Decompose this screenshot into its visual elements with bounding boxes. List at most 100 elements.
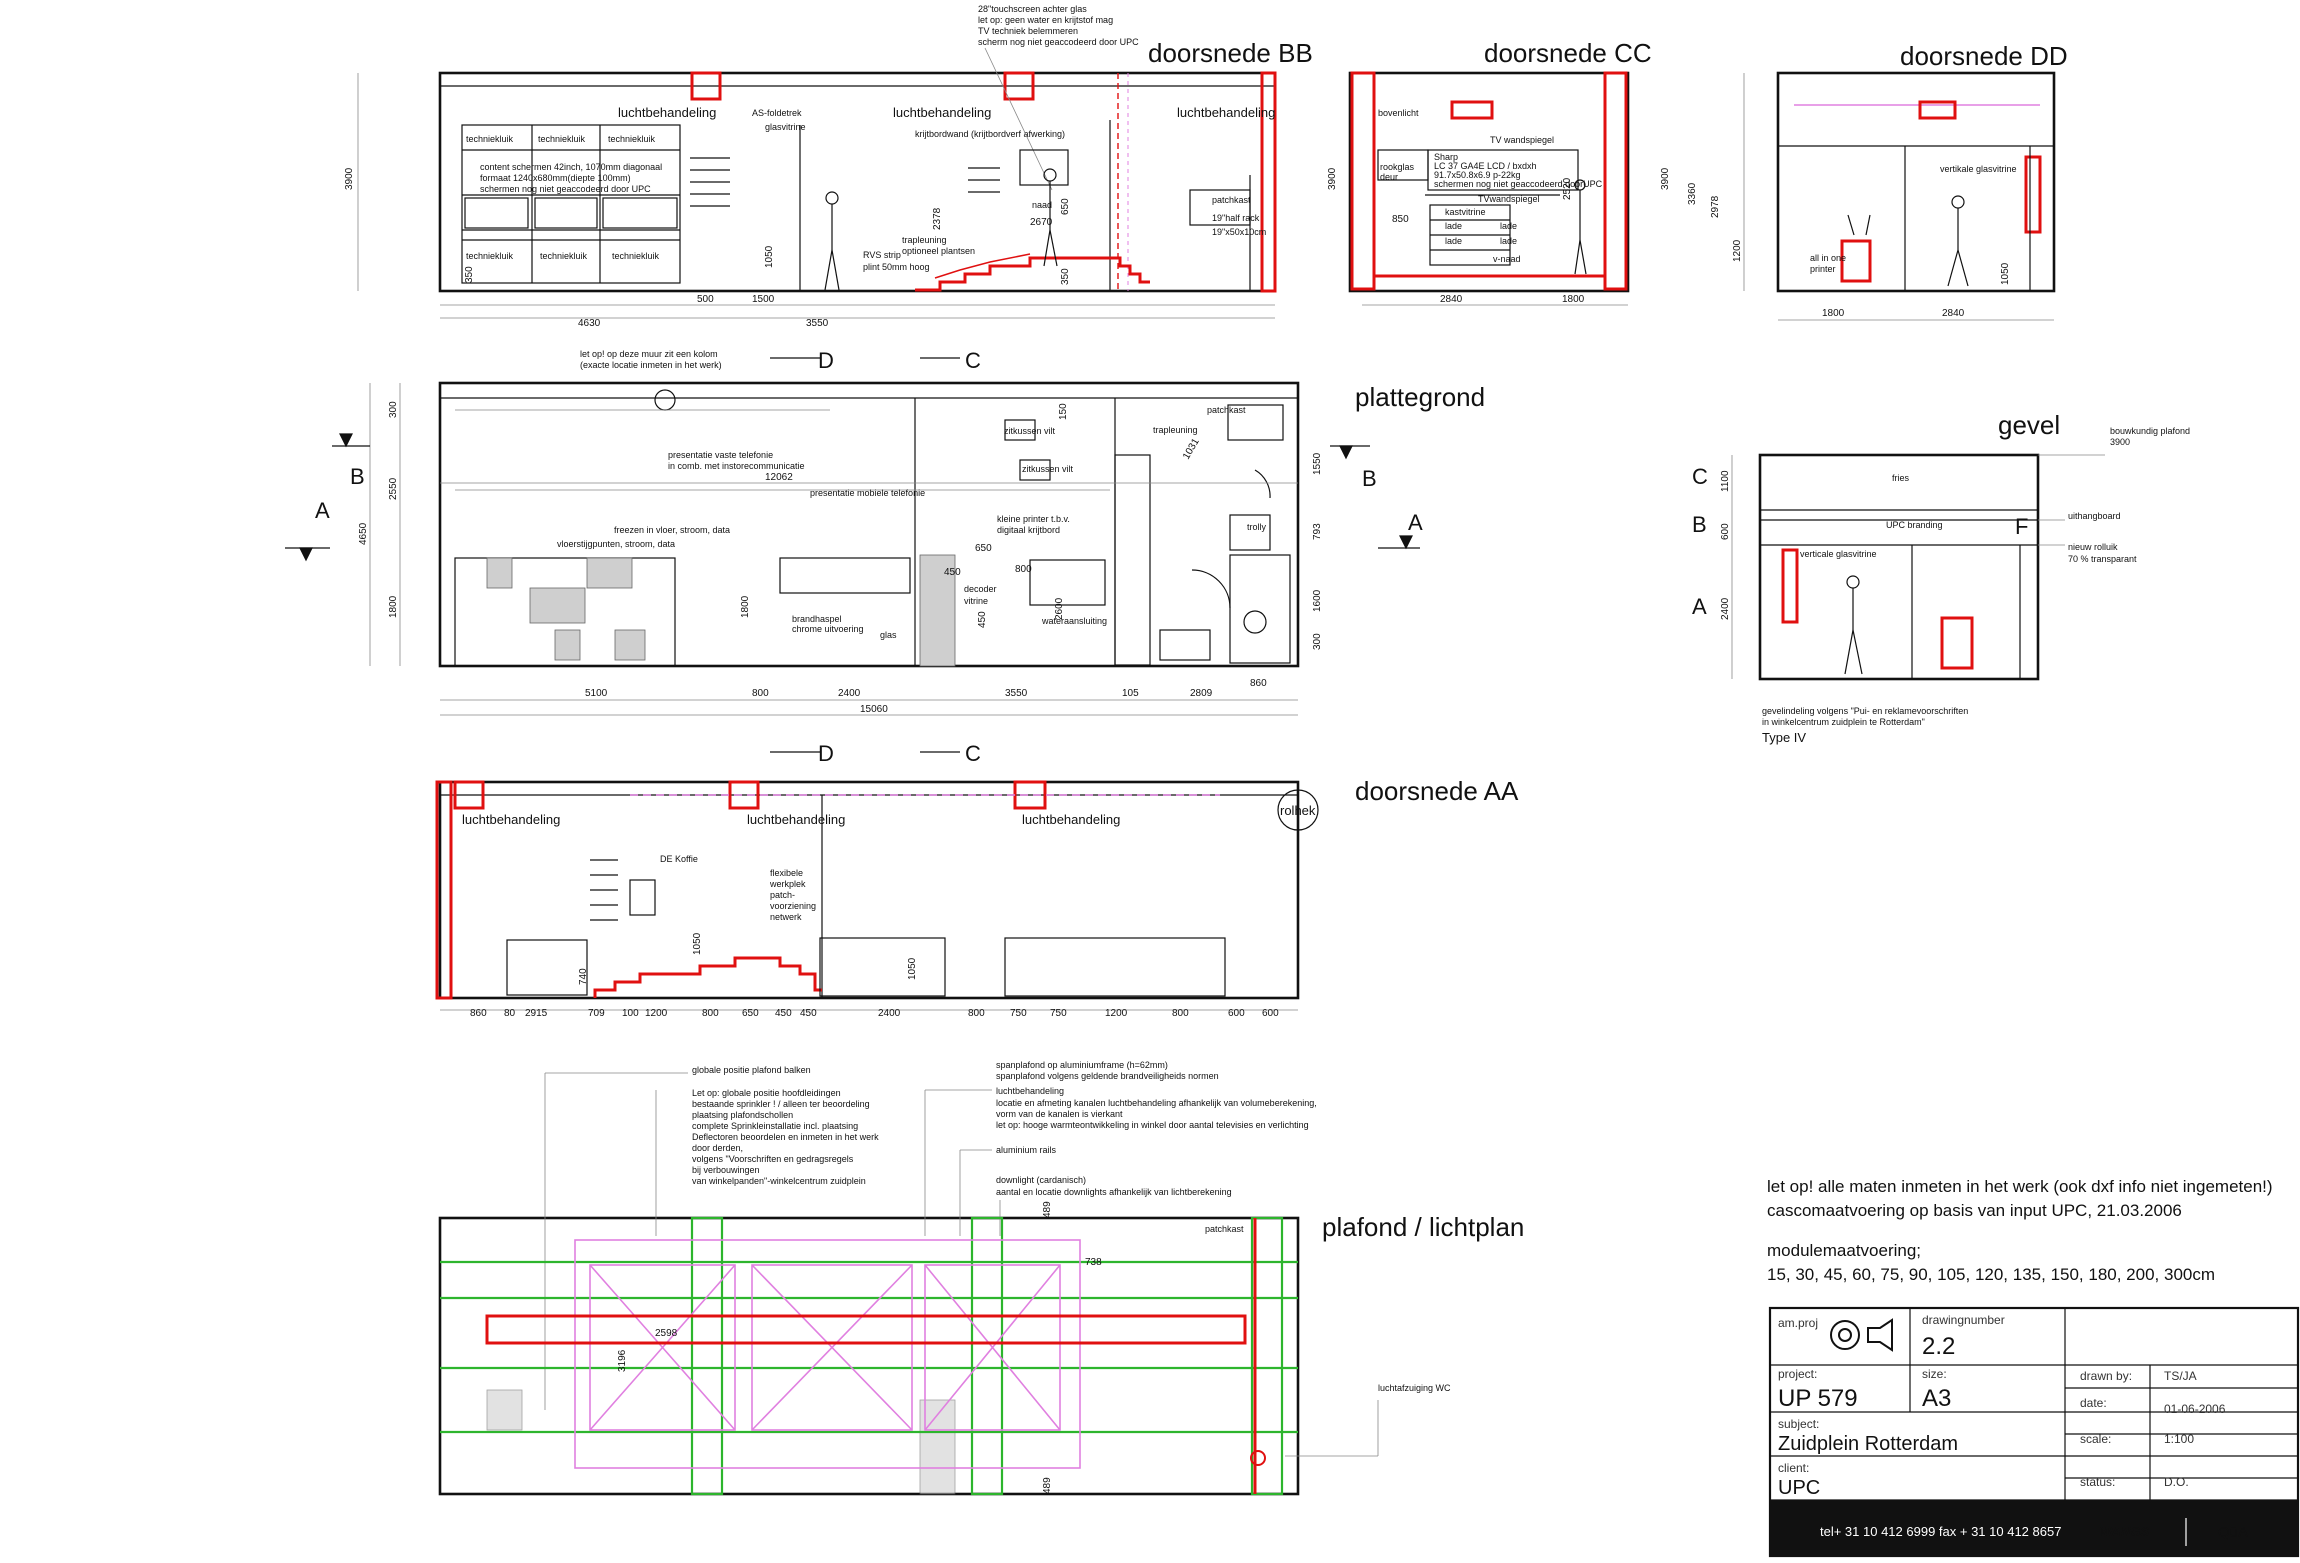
drawing-label: digitaal krijtbord: [997, 525, 1060, 535]
person-figure: [824, 168, 1058, 291]
drawing-label: bij verbouwingen: [692, 1165, 760, 1175]
drawing-label: 4650: [358, 522, 369, 545]
drawing-label: 1200: [645, 1008, 668, 1019]
drawing-label: presentatie vaste telefonie: [668, 450, 773, 460]
drawing-label: patchkast: [1205, 1224, 1244, 1234]
drawing-label: TVwandspiegel: [1478, 194, 1540, 204]
drawing-label: date:: [2080, 1396, 2107, 1410]
drawing-label: techniekluik: [538, 134, 586, 144]
drawing-label: cascomaatvoering op basis van input UPC,…: [1767, 1201, 2182, 1220]
drawing-label: luchtbehandeling: [462, 812, 560, 827]
drawing-label: 3196: [617, 1349, 628, 1372]
drawing-label: rookglas: [1380, 162, 1415, 172]
section-bb-stair: [915, 256, 1150, 292]
drawing-label: locatie en afmeting kanalen luchtbehande…: [996, 1098, 1317, 1108]
drawing-label: 350: [464, 266, 475, 283]
drawing-label: 2670: [1030, 217, 1053, 228]
drawing-label: trapleuning: [902, 235, 947, 245]
drawing-label: vorm van de kanalen is vierkant: [996, 1109, 1123, 1119]
drawing-label: downlight (cardanisch): [996, 1175, 1086, 1185]
drawing-label: content schermen 42inch, 1070mm diagonaa…: [480, 162, 662, 172]
drawing-label: schermen nog niet geaccodeerd door UPC: [480, 184, 651, 194]
drawing-label: D: [818, 741, 834, 766]
drawing-label: 2400: [1720, 597, 1731, 620]
drawing-label: trolly: [1247, 522, 1267, 532]
drawing-label: scherm nog niet geaccodeerd door UPC: [978, 37, 1139, 47]
drawing-label: 3550: [1005, 688, 1028, 699]
ceiling-plan-title: plafond / lichtplan: [1322, 1212, 1524, 1242]
drawing-label: 1800: [388, 595, 399, 618]
drawing-label: luchtbehandeling: [1177, 105, 1275, 120]
drawing-label: 19"x50x10cm: [1212, 227, 1266, 237]
drawing-label: A: [315, 498, 330, 523]
drawing-label: 15, 30, 45, 60, 75, 90, 105, 120, 135, 1…: [1767, 1265, 2215, 1284]
drawing-label: netwerk: [770, 912, 802, 922]
drawing-label: plaatsing plafondschollen: [692, 1110, 793, 1120]
drawing-label: 3550: [806, 318, 829, 329]
drawing-label: RVS strip: [863, 250, 901, 260]
drawing-label: krijtbordwand (krijtbordverf afwerking): [915, 129, 1065, 139]
drawing-label: B: [350, 464, 365, 489]
drawing-label: nieuw rolluik: [2068, 542, 2118, 552]
drawing-label: lade: [1445, 221, 1462, 231]
drawing-label: 1600: [1312, 589, 1323, 612]
drawing-label: van winkelpanden"-winkelcentrum zuidplei…: [692, 1176, 866, 1186]
drawing-label: 450: [775, 1008, 792, 1019]
drawing-label: (exacte locatie inmeten in het werk): [580, 360, 722, 370]
drawing-label: subject:: [1778, 1417, 1819, 1431]
drawing-label: 3900: [1660, 167, 1671, 190]
drawing-label: 5100: [585, 688, 608, 699]
drawing-label: 600: [1228, 1008, 1245, 1019]
drawing-label: D: [818, 348, 834, 373]
drawing-label: 600: [1720, 523, 1731, 540]
air-ducts: [574, 1239, 1081, 1469]
drawing-label: voorziening: [770, 901, 816, 911]
drawing-label: 80: [504, 1008, 516, 1019]
drawing-label: luchtbehandeling: [1022, 812, 1120, 827]
drawing-label: 150: [1058, 403, 1069, 420]
drawing-label: printer: [1810, 264, 1836, 274]
drawing-label: Let op: globale positie hoofdleidingen: [692, 1088, 841, 1098]
drawing-label: scale:: [2080, 1432, 2111, 1446]
drawing-label: trapleuning: [1153, 425, 1198, 435]
drawing-label: bovenlicht: [1378, 108, 1419, 118]
drawing-label: 450: [977, 611, 988, 628]
drawing-label: 800: [968, 1008, 985, 1019]
drawing-label: drawn by:: [2080, 1369, 2132, 1383]
drawing-label: luchtbehandeling: [996, 1086, 1064, 1096]
drawing-label: A3: [1922, 1385, 1951, 1412]
drawing-label: 450: [944, 567, 961, 578]
drawing-label: 2400: [838, 688, 861, 699]
drawing-label: 3900: [2110, 437, 2130, 447]
drawing-label: 350: [1060, 268, 1071, 285]
drawing-label: decoder: [964, 584, 997, 594]
drawing-label: techniekluik: [540, 251, 588, 261]
drawing-label: vitrine: [964, 596, 988, 606]
drawing-label: 793: [1312, 523, 1323, 540]
drawing-label: 1050: [764, 245, 775, 268]
wangs-logo: WANGS: [2100, 1524, 2149, 1539]
drawing-label: 489: [1042, 1201, 1053, 1218]
drawing-label: LC 37 GA4E LCD / bxdxh: [1434, 161, 1537, 171]
aluminium-rails: [440, 1216, 1298, 1496]
drawing-label: 1200: [1732, 239, 1743, 262]
drawing-label: optioneel plantsen: [902, 246, 975, 256]
facade-title: gevel: [1998, 410, 2060, 440]
drawing-label: 2598: [655, 1328, 678, 1339]
drawing-label: 28"touchscreen achter glas: [978, 4, 1087, 14]
drawing-label: flexibele: [770, 868, 803, 878]
drawing-label: 300: [1312, 633, 1323, 650]
drawing-label: 600: [1262, 1008, 1279, 1019]
drawing-label: 1550: [1312, 452, 1323, 475]
drawing-label: glas: [880, 630, 897, 640]
drawing-label: let op: geen water en krijtstof mag: [978, 15, 1113, 25]
drawing-label: size:: [1922, 1367, 1947, 1381]
drawing-label: D.O.: [2164, 1475, 2189, 1489]
drawing-label: 15060: [860, 704, 888, 715]
drawing-label: in comb. met instorecommunicatie: [668, 461, 805, 471]
drawing-label: A: [1408, 510, 1423, 535]
facade: gevel bouwkundig plafond 3900 fries UPC …: [1692, 410, 2190, 745]
drawing-label: 1050: [2000, 262, 2011, 285]
drawing-label: 3900: [344, 167, 355, 190]
